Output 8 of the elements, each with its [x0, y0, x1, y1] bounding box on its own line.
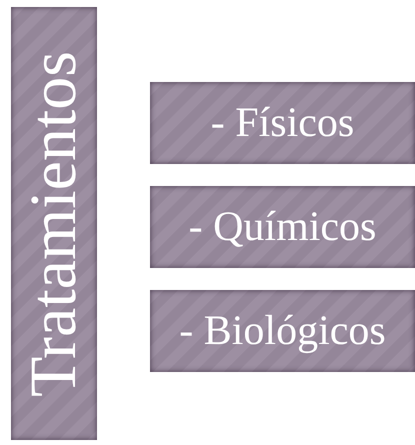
category-box [150, 82, 415, 164]
category-box [150, 290, 415, 372]
category-label: - Químicos [188, 203, 376, 251]
category-label: - Biológicos [179, 307, 386, 355]
title-bar [11, 7, 97, 440]
category-label: - Físicos [210, 99, 354, 147]
category-box [150, 186, 415, 268]
title-text: Tratamientos [16, 50, 91, 396]
